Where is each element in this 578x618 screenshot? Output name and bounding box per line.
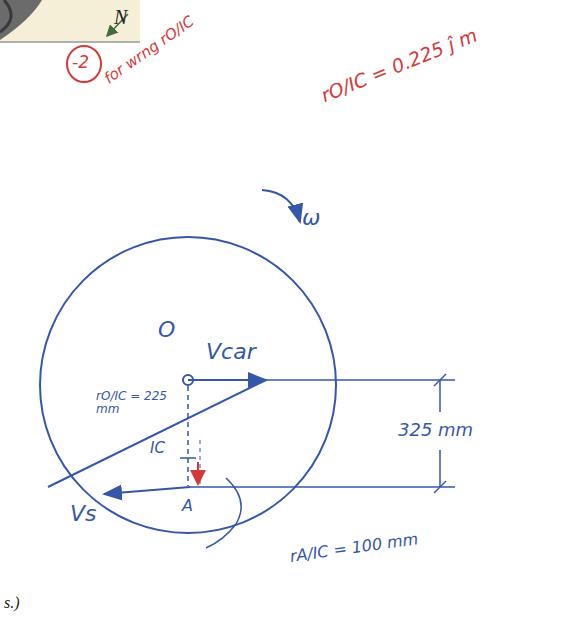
velocity-label: Vs [70, 502, 97, 526]
figure-label: N [114, 6, 127, 28]
text-fragment: s.) [4, 594, 20, 612]
angular-velocity: ω [302, 206, 320, 230]
point-label: A [182, 497, 193, 515]
grader-note: rO/IC = 0.225 ĵ m [318, 24, 480, 106]
grade-mark: -2 [72, 53, 89, 72]
dimension-label: 325 mm [398, 420, 473, 440]
dimension-label: rA/IC = 100 mm [289, 530, 419, 565]
dimension-label: rO/IC = 225 mm [96, 390, 170, 416]
point-label: IC [150, 440, 165, 457]
point-label: O [158, 318, 175, 342]
velocity-label: Vcar [206, 340, 256, 364]
